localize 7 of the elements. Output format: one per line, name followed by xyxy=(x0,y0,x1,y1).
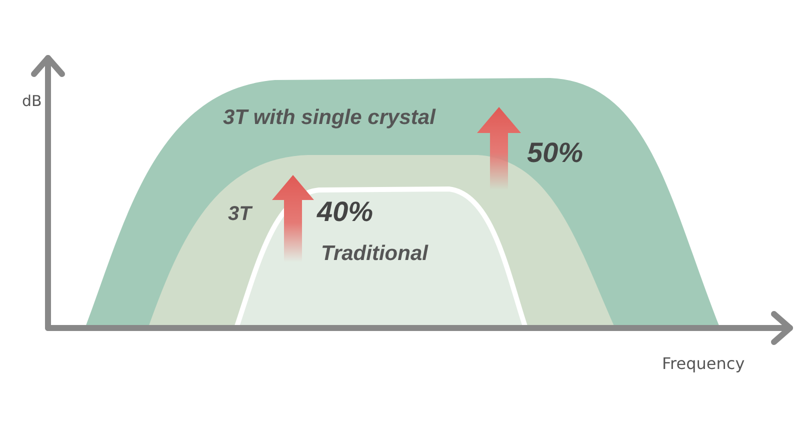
axis-title: Frequency xyxy=(662,354,745,373)
percentage-label: 40% xyxy=(317,196,374,228)
band-label: Traditional xyxy=(321,242,428,266)
band-label: 3T with single crystal xyxy=(223,106,436,130)
band-label: 3T xyxy=(228,203,252,226)
percentage-label: 50% xyxy=(527,137,584,169)
axis-title: dB xyxy=(22,92,42,110)
